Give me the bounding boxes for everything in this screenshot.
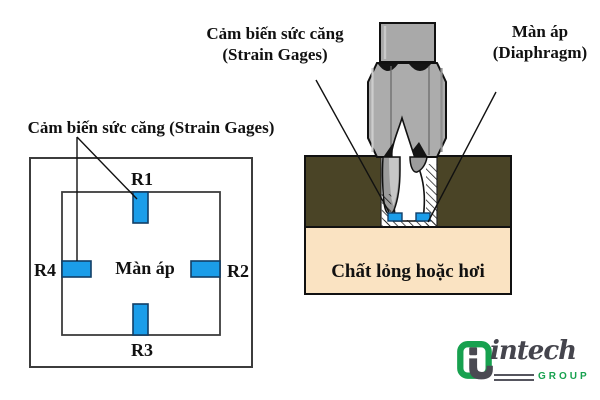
fluid-label: Chất lỏng hoặc hơi [331,261,485,282]
gauge-r1-rect [132,191,149,224]
strain-gages-callout-line2: (Strain Gages) [222,45,328,65]
logo-brand-text: intech [490,336,577,366]
diaphragm-gauge-right [415,212,431,222]
logo-rule-bottom [494,378,534,381]
gauge-r2-rect [190,260,221,278]
leader-line-to-r1 [76,136,138,200]
logo-group-text: GROUP [538,371,590,382]
strain-gauge-layout [29,136,253,368]
logo-rule-top [494,374,534,377]
intech-logo-icon [457,341,493,380]
bolt-tip-highlight [389,158,399,206]
gauge-r1-label: R1 [131,169,153,189]
gauge-r4-label: R4 [34,260,56,280]
hatch-right [426,164,437,227]
gauge-r2-label: R2 [227,261,249,281]
fluid-block [304,226,512,295]
intech-group-logo: intech GROUP [456,336,592,392]
diaphragm-callout: Màn áp (Diaphragm) [467,21,600,64]
hex-top-wedge-right [409,64,431,71]
strain-gages-callout-line1: Cảm biến sức căng [206,24,344,43]
bolt-shank-top [379,22,436,63]
leader-line-diaphragm [427,91,497,223]
hatch-left [381,194,392,227]
gauge-r3-rect [132,303,149,336]
leader-line-strain [315,79,390,213]
diaphragm-callout-line1: Màn áp [511,22,569,41]
hatch-bottom [381,220,437,227]
strain-gages-callout: Cảm biến sức căng (Strain Gages) [192,23,358,66]
hex-top-wedge-left [378,64,398,71]
sensor-cross-section [304,22,512,295]
bolt-tip-right [409,156,428,173]
hex-nut [367,62,447,158]
diaphragm-gauge-left [387,212,403,222]
diaphragm-center-label: Màn áp [115,258,175,278]
gauge-r3-label: R3 [131,340,153,360]
diaphragm-callout-line2: (Diaphragm) [492,43,588,63]
left-diagram-title: Cảm biến sức căng (Strain Gages) [27,118,275,137]
